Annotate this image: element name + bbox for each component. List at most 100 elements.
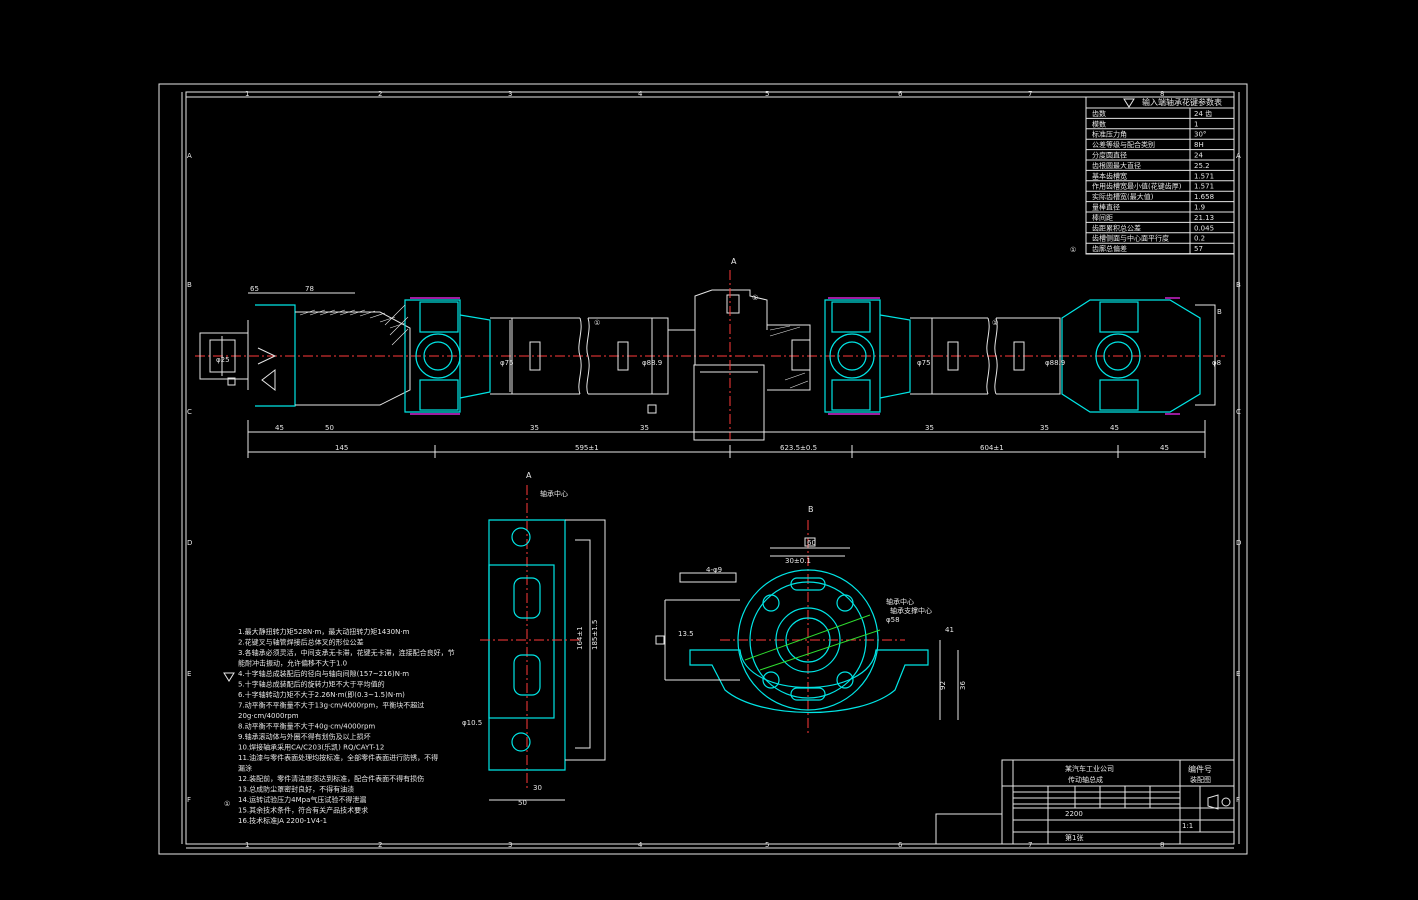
dim-78: 78 [305, 285, 314, 293]
zone-side-a-right: A [1236, 152, 1241, 160]
universal-joint-2 [824, 297, 911, 415]
spec-row-label: 公差等级与配合类别 [1092, 140, 1155, 149]
sheet-inner-frame [185, 91, 1235, 845]
shaft-tube-2: ① [910, 317, 1061, 395]
title-part-no: 装配图 [1190, 775, 1211, 784]
view-a-note: 轴承中心 [540, 489, 568, 498]
note-line: 9.轴承滚动体与外圈不得有划伤及以上损坏 [238, 732, 371, 741]
spec-row-label: 棒间距 [1092, 213, 1113, 222]
zone-side-c: C [187, 408, 192, 416]
dim-phi75-1: φ75 [500, 359, 514, 367]
zone-top-7: 7 [1028, 90, 1032, 98]
note-line: 3.各轴承必须灵活，中间支承无卡滞，花键无卡滞，连接配合良好，节 [238, 648, 455, 657]
note-line: 能耐冲击振动，允许偏移不大于1.0 [238, 659, 347, 668]
spec-row-value: 57 [1194, 245, 1203, 253]
output-end-yoke: B [1061, 297, 1222, 415]
note-line: 2.花键叉与轴管焊接后总体叉的形位公差 [238, 638, 364, 647]
spec-row-value: 25.2 [1194, 162, 1210, 170]
zone-top-6: 6 [898, 90, 903, 98]
spec-row-value: 24 齿 [1194, 110, 1212, 118]
spec-row-label: 量棒直径 [1092, 203, 1120, 212]
input-end-yoke [199, 304, 411, 407]
zone-top-8: 8 [1160, 90, 1164, 98]
zone-bottom-3: 3 [508, 841, 512, 849]
spec-row-label: 基本齿槽宽 [1092, 171, 1127, 180]
zone-top-3: 3 [508, 90, 512, 98]
view-a-bracket: A 轴承中心 185±1.5 164±1 50 30 φ10.5 [462, 471, 606, 807]
view-a-dim-30: 30 [533, 784, 542, 792]
view-b-dim-135: 13.5 [678, 630, 694, 638]
zone-bottom-5: 5 [765, 841, 769, 849]
view-b-dim-41: 41 [945, 626, 954, 634]
dim-45-right: 45 [1110, 424, 1119, 432]
title-company: 某汽车工业公司 [1065, 764, 1114, 773]
spec-row-value: 1 [1194, 120, 1198, 128]
zone-bottom-1: 1 [245, 841, 249, 849]
dim-45-left: 45 [275, 424, 284, 432]
technical-notes: ① 1.最大静扭转力矩528N·m，最大动扭转力矩1430N·m2.花键叉与轴管… [223, 627, 455, 825]
dim-phi75-2: φ75 [917, 359, 931, 367]
zone-top-4: 4 [638, 90, 643, 98]
zone-bottom-6: 6 [898, 841, 903, 849]
zone-side-d: D [187, 539, 192, 547]
spec-row-label: 实际齿槽宽(最大值) [1092, 192, 1154, 201]
note-line: 15.其余技术条件，符合有关产品技术要求 [238, 806, 368, 815]
dim-604: 604±1 [980, 444, 1004, 452]
spec-row-value: 1.9 [1194, 204, 1205, 212]
spec-row-value: 0.2 [1194, 235, 1205, 243]
section-a-marker: A [731, 257, 737, 266]
view-b-note-bearing-center: 轴承中心 [886, 597, 914, 606]
spec-row-value: 1.571 [1194, 183, 1214, 191]
note-line: 漏涂 [238, 764, 252, 773]
main-shaft-view: ① A ① [195, 257, 1225, 458]
title-sheet: 第1张 [1065, 833, 1083, 842]
zone-side-e-right: E [1236, 670, 1240, 678]
dim-50: 50 [325, 424, 334, 432]
spec-row-label: 齿廓总偏差 [1092, 244, 1127, 253]
note-line: 6.十字轴转动力矩不大于2.26N·m(即(0.3~1.5)N·m) [238, 690, 405, 699]
spec-row-label: 齿数 [1092, 109, 1106, 118]
title-material: 2200 [1065, 810, 1083, 818]
note-line: 4.十字轴总成装配后的径向与轴向间隙(157~216)N·m [238, 669, 409, 678]
view-a-dim-185: 185±1.5 [591, 620, 599, 650]
zone-side-c-right: C [1236, 408, 1241, 416]
view-b-dim-4phi9: 4-φ9 [706, 566, 722, 574]
note-line: 20g·cm/4000rpm [238, 712, 299, 720]
spec-row-label: 齿槽侧面与中心面平行度 [1092, 234, 1169, 243]
spec-row-value: 8H [1194, 141, 1204, 149]
note-line: 13.总成防尘罩密封良好，不得有油渍 [238, 785, 354, 794]
spec-row-value: 30° [1194, 131, 1206, 139]
dim-35-4: 35 [1040, 424, 1049, 432]
dim-phi8: φ8 [1212, 359, 1221, 367]
zone-bottom-2: 2 [378, 841, 382, 849]
zone-side-b-right: B [1236, 281, 1241, 289]
notes-balloon: ① [224, 800, 230, 808]
zone-side-f: F [187, 796, 191, 804]
spec-row-label: 作用齿槽宽最小值(花键齿厚) [1092, 182, 1182, 191]
spec-row-label: 分度圆直径 [1092, 151, 1127, 160]
universal-joint-1 [384, 297, 491, 415]
center-bearing-support: A ① [668, 257, 768, 441]
title-block: 某汽车工业公司 传动轴总成 编件号 装配图 2200 第1张 1:1 [935, 759, 1235, 845]
dim-phi889-2: φ88.9 [1045, 359, 1065, 367]
zone-bottom-8: 8 [1160, 841, 1164, 849]
title-drawing-no: 编件号 [1188, 764, 1212, 774]
view-b-dim-60: 60 [807, 539, 816, 547]
spec-row-label: 齿根圆最大直径 [1092, 161, 1141, 170]
zone-labels-top: 1 2 3 4 5 6 7 8 1 2 3 4 5 6 7 8 [181, 90, 1240, 849]
spec-row-value: 21.13 [1194, 214, 1214, 222]
shaft-tube-1: ① [490, 317, 669, 395]
view-b-dim-92: 92 [939, 681, 947, 690]
main-dimensions: 65 78 45 50 35 35 35 35 45 145 595±1 623… [216, 285, 1221, 458]
spec-row-value: 24 [1194, 152, 1203, 160]
zone-top-5: 5 [765, 90, 769, 98]
note-line: 5.十字轴总成装配后的旋转力矩不大于平均值的 [238, 680, 385, 689]
dim-35-2: 35 [640, 424, 649, 432]
spec-row-label: 齿距累积总公差 [1092, 223, 1141, 232]
view-b-dim-phi58: φ58 [886, 616, 900, 624]
dim-65: 65 [250, 285, 259, 293]
tube2-balloon: ① [992, 319, 998, 327]
spec-row-value: 1.571 [1194, 172, 1214, 180]
projection-symbol [1221, 797, 1231, 807]
